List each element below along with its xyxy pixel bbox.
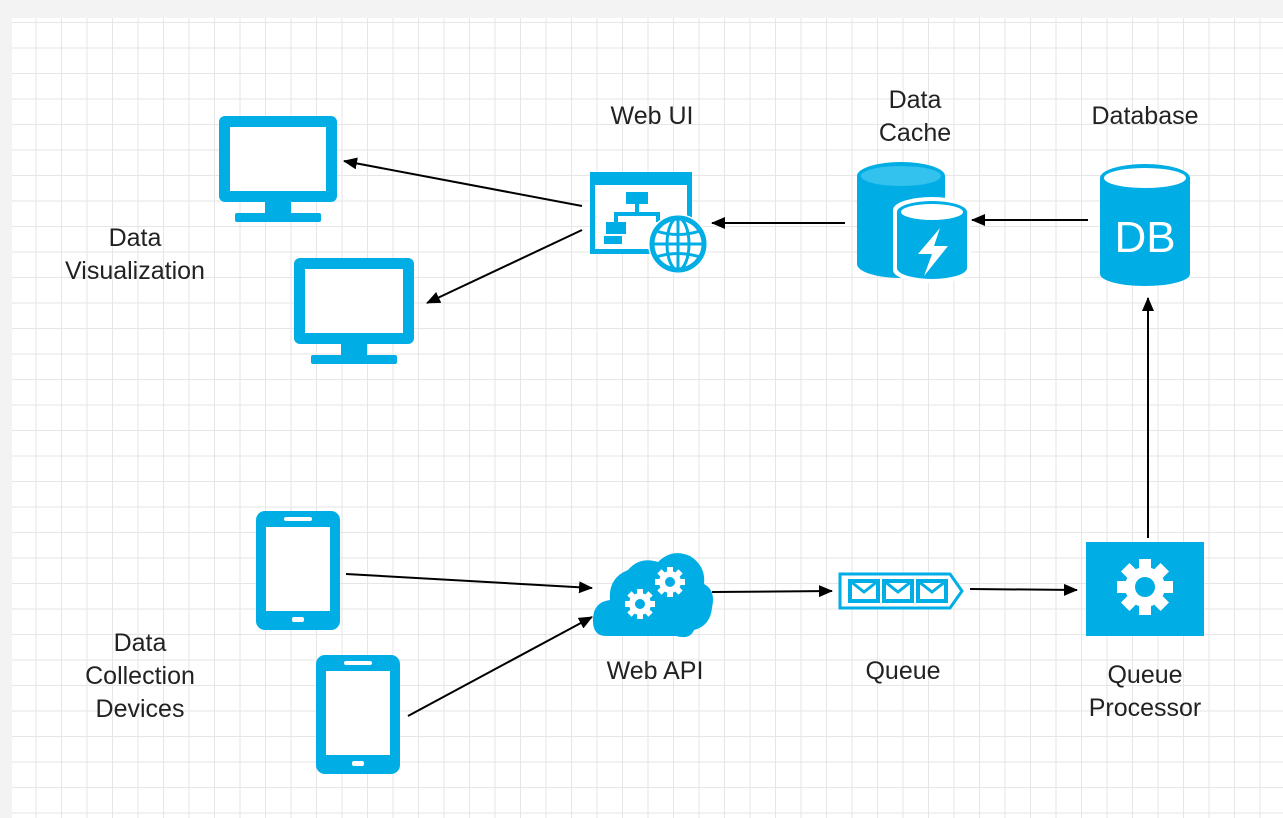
arrow-webapi-to-queue xyxy=(711,585,833,598)
label-database: Database xyxy=(1091,102,1199,130)
db-icon-text: DB xyxy=(1114,213,1175,262)
gear-large-icon xyxy=(655,567,685,597)
arrow-webui-to-monitor-2 xyxy=(426,229,583,304)
tablet-icon xyxy=(256,511,340,630)
web-ui-icon xyxy=(590,172,708,274)
gear-icon xyxy=(1117,559,1173,615)
cloud-gears-icon xyxy=(592,553,713,638)
queue-icon xyxy=(838,572,964,610)
arrow-webui-to-monitor-1 xyxy=(343,157,583,207)
gear-small-icon xyxy=(625,589,655,619)
label-queue-processor: Queue Processor xyxy=(1088,661,1202,722)
tablet-icon xyxy=(316,655,400,774)
label-web-ui: Web UI xyxy=(610,102,694,130)
label-web-api: Web API xyxy=(606,657,704,685)
monitor-icon xyxy=(294,258,414,364)
arrow-tablet-1-to-webapi xyxy=(345,573,593,594)
queue-processor-icon xyxy=(1086,542,1204,636)
label-data-cache: Data Cache xyxy=(878,86,952,147)
monitor-icon xyxy=(219,116,337,222)
arrow-queue-to-processor xyxy=(969,583,1078,596)
label-data-collection-devices: Data Collection Devices xyxy=(85,629,195,723)
label-data-visualization: Data Visualization xyxy=(65,224,205,285)
arrow-tablet-2-to-webapi xyxy=(407,616,593,717)
database-icon: DB xyxy=(1100,164,1190,286)
arrows xyxy=(343,157,1154,717)
label-queue: Queue xyxy=(865,657,941,685)
data-cache-icon xyxy=(857,162,971,283)
